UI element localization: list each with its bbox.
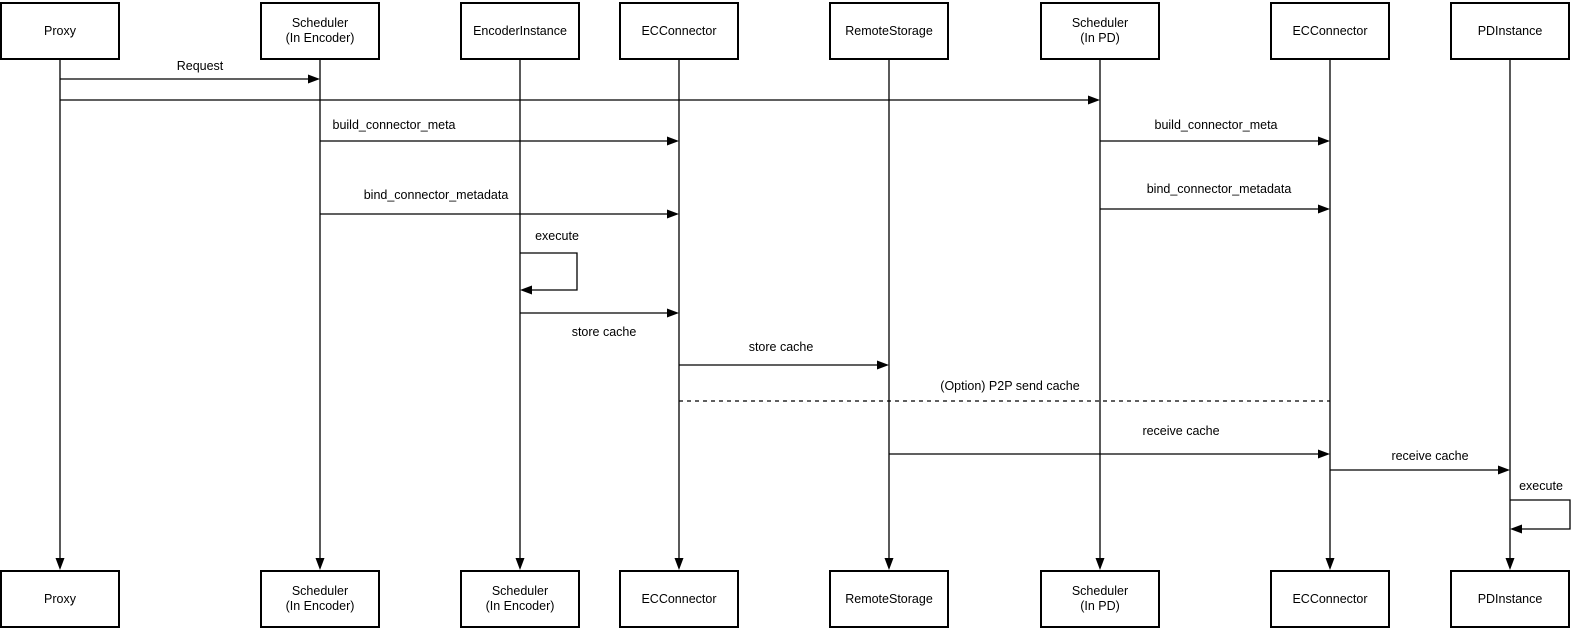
actor-box-bottom-proxy: Proxy (0, 570, 120, 628)
self-message-loop-1 (1510, 499, 1571, 530)
message-arrowhead-icon (877, 360, 889, 370)
actor-box-top-proxy: Proxy (0, 2, 120, 60)
message-label-5: bind_connector_metadata (1146, 182, 1292, 196)
message-arrowhead-icon (667, 209, 679, 219)
self-message-arrowhead-icon (1510, 524, 1522, 534)
message-arrowhead-icon (1318, 204, 1330, 214)
lifeline-end-arrow-icon (315, 558, 325, 570)
message-arrowhead-icon (1498, 465, 1510, 475)
lifeline-end-arrow-icon (674, 558, 684, 570)
message-label-10: receive cache (1391, 449, 1469, 463)
lifeline-end-arrow-icon (1325, 558, 1335, 570)
actor-box-bottom-remote-storage: RemoteStorage (829, 570, 949, 628)
actor-box-top-remote-storage: RemoteStorage (829, 2, 949, 60)
self-message-label-0: execute (535, 229, 579, 243)
actor-box-bottom-scheduler-encoder: Scheduler (In Encoder) (260, 570, 380, 628)
message-arrowhead-icon (1318, 136, 1330, 146)
message-label-7: store cache (748, 340, 814, 354)
actor-box-bottom-encoder-instance: Scheduler (In Encoder) (460, 570, 580, 628)
message-label-6: store cache (571, 325, 637, 339)
actor-box-bottom-scheduler-pd: Scheduler (In PD) (1040, 570, 1160, 628)
message-arrowhead-icon (308, 74, 320, 84)
message-label-4: bind_connector_metadata (363, 188, 509, 202)
self-message-loop-0 (520, 252, 578, 291)
actor-box-top-scheduler-encoder: Scheduler (In Encoder) (260, 2, 380, 60)
actor-box-top-encoder-instance: EncoderInstance (460, 2, 580, 60)
self-message-arrowhead-icon (520, 285, 532, 295)
actor-box-bottom-pd-instance: PDInstance (1450, 570, 1570, 628)
actor-box-top-ec-connector-1: ECConnector (619, 2, 739, 60)
lifeline-end-arrow-icon (1095, 558, 1105, 570)
actor-box-top-scheduler-pd: Scheduler (In PD) (1040, 2, 1160, 60)
message-arrowhead-icon (1088, 95, 1100, 105)
message-label-9: receive cache (1142, 424, 1220, 438)
actor-box-bottom-ec-connector-2: ECConnector (1270, 570, 1390, 628)
lifeline-end-arrow-icon (55, 558, 65, 570)
message-arrowhead-icon (667, 136, 679, 146)
message-arrowhead-icon (1318, 449, 1330, 459)
message-label-8: (Option) P2P send cache (940, 379, 1080, 393)
lifeline-end-arrow-icon (884, 558, 894, 570)
lifeline-end-arrow-icon (1505, 558, 1515, 570)
actor-box-bottom-ec-connector-1: ECConnector (619, 570, 739, 628)
message-label-2: build_connector_meta (332, 118, 456, 132)
message-arrowhead-icon (667, 308, 679, 318)
self-message-label-1: execute (1519, 479, 1563, 493)
message-label-3: build_connector_meta (1154, 118, 1278, 132)
lifeline-end-arrow-icon (515, 558, 525, 570)
message-label-0: Request (176, 59, 224, 73)
actor-box-top-pd-instance: PDInstance (1450, 2, 1570, 60)
actor-box-top-ec-connector-2: ECConnector (1270, 2, 1390, 60)
